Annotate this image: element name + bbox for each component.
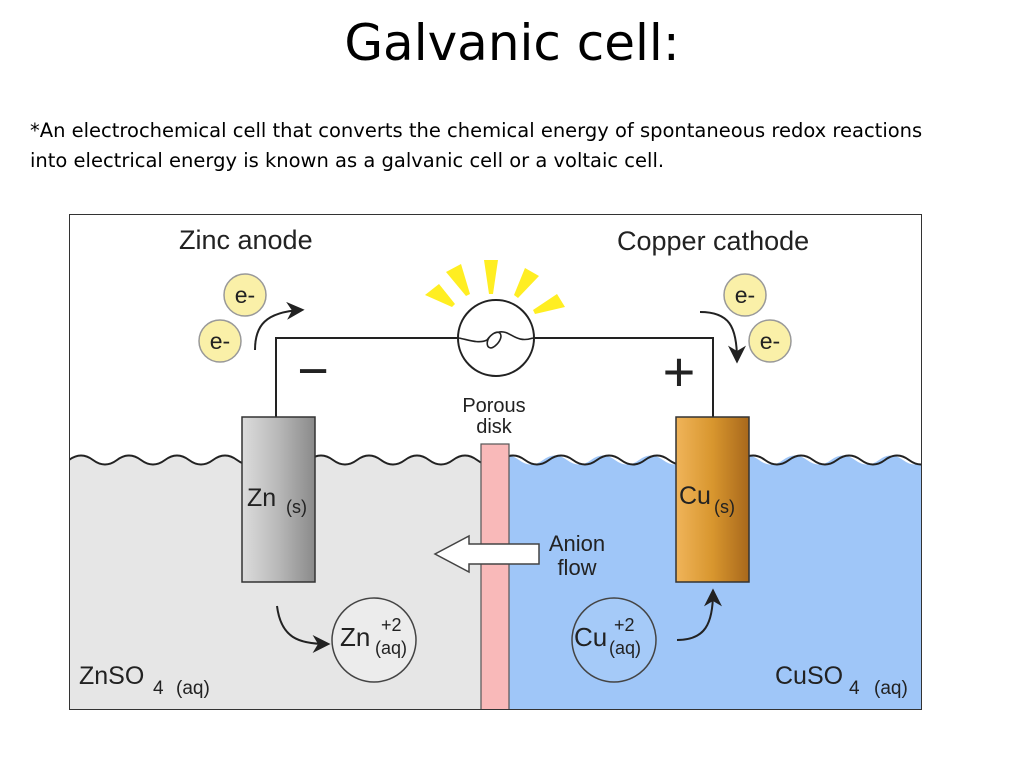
zinc-electrode — [241, 416, 316, 583]
positive-terminal-sign: + — [663, 340, 696, 403]
znso4-state: (aq) — [176, 678, 210, 699]
anion-flow-label-line-1: Anion — [549, 531, 605, 556]
cu-electrode-state: (s) — [714, 497, 735, 517]
definition-line-1: *An electrochemical cell that converts t… — [30, 119, 923, 142]
electron-right-lower: e- — [748, 319, 792, 363]
zn-electrode-symbol: Zn — [247, 484, 276, 512]
cuso4-state: (aq) — [874, 678, 908, 699]
electron-label: e- — [735, 282, 755, 308]
electron-flow-arrow-left — [254, 301, 305, 351]
porous-disk-label-line-2: disk — [476, 416, 513, 438]
electron-label: e- — [760, 328, 780, 354]
porous-disk-label-line-1: Porous — [462, 395, 525, 417]
light-ray-1 — [425, 284, 455, 307]
electron-label: e- — [235, 282, 255, 308]
cu-ion-state: (aq) — [609, 638, 641, 658]
cu-electrode-symbol: Cu — [679, 482, 711, 510]
light-bulb-icon — [425, 260, 565, 377]
zn-ion: Zn +2 (aq) — [331, 597, 417, 683]
cu-ion-symbol: Cu — [574, 622, 607, 652]
electron-flow-arrow-right — [699, 311, 746, 364]
light-ray-4 — [514, 268, 539, 298]
electron-right-upper: e- — [723, 273, 767, 317]
zn-ion-charge: +2 — [381, 615, 402, 635]
copper-electrode — [675, 416, 750, 583]
galvanic-cell-diagram: e- e- e- e- Zn +2 (aq) Cu +2 (aq) Zinc a… — [69, 214, 922, 710]
anion-flow-arrow — [433, 534, 540, 574]
electron-left-upper: e- — [223, 273, 267, 317]
cu-ion-flow-arrow — [676, 588, 722, 641]
znso4-label: ZnSO — [79, 662, 144, 690]
zn-ion-state: (aq) — [375, 638, 407, 658]
cuso4-subscript: 4 — [849, 678, 860, 699]
external-wire — [275, 337, 714, 417]
cuso4-label: CuSO — [775, 662, 843, 690]
electron-label: e- — [210, 328, 230, 354]
anion-flow-label-line-2: flow — [557, 555, 596, 580]
definition-line-2: into electrical energy is known as a gal… — [30, 149, 665, 172]
negative-terminal-sign: − — [297, 341, 329, 401]
zn-electrode-state: (s) — [286, 497, 307, 517]
slide-title: Galvanic cell: — [344, 14, 680, 72]
light-ray-5 — [533, 294, 565, 314]
light-ray-2 — [446, 264, 470, 296]
cu-ion: Cu +2 (aq) — [571, 597, 657, 683]
definition-text: *An electrochemical cell that converts t… — [30, 116, 1000, 176]
zn-ion-flow-arrow — [276, 605, 331, 653]
zn-ion-symbol: Zn — [340, 622, 370, 652]
copper-cathode-label: Copper cathode — [617, 226, 809, 256]
cu-ion-charge: +2 — [614, 615, 635, 635]
electron-left-lower: e- — [198, 319, 242, 363]
znso4-subscript: 4 — [153, 678, 164, 699]
light-ray-3 — [484, 260, 498, 294]
porous-disk — [480, 443, 510, 710]
zinc-anode-label: Zinc anode — [179, 225, 313, 255]
diagram-frame — [69, 214, 922, 710]
